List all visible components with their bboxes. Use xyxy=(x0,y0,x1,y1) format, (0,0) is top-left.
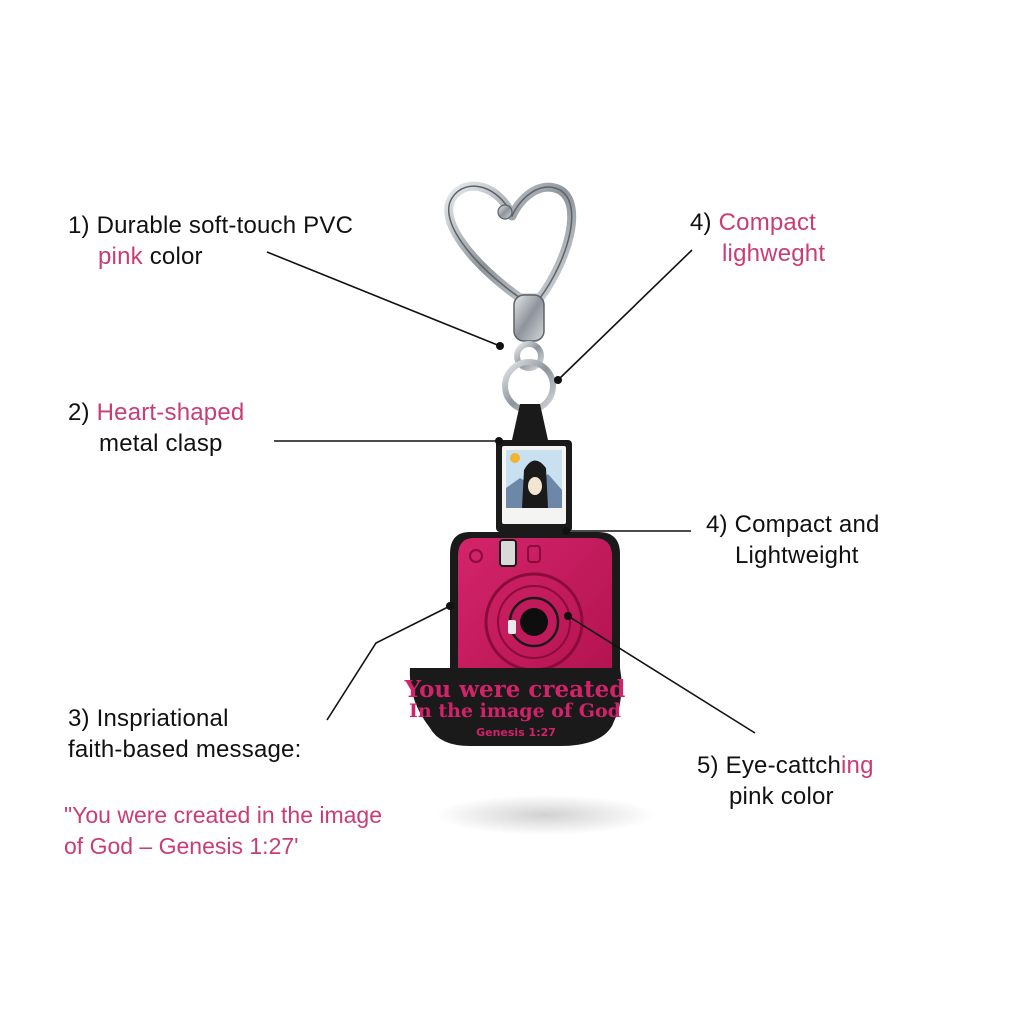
feature-label-2-accent: Heart-shaped xyxy=(96,399,245,426)
feature-label-5-accent: ing xyxy=(841,752,874,779)
feature-label-4-top-accent: Compact xyxy=(718,209,817,236)
feature-label-3-line2: faith-based message: xyxy=(68,736,302,763)
feature-label-3-line1: 3) Inspriational xyxy=(68,705,229,732)
feature-label-4-mid-line2: Lightweight xyxy=(735,542,859,569)
feature-label-1: 1) Durable soft-touch PVC pink color xyxy=(68,210,353,272)
feature-label-1-accent: pink xyxy=(98,243,143,270)
feature-label-1-line1: 1) Durable soft-touch PVC xyxy=(68,212,354,239)
feature-label-4-top: 4) Compact lighweght xyxy=(690,207,825,269)
leader-1 xyxy=(266,251,501,347)
feature-label-4-mid-line1: 4) Compact and xyxy=(706,511,880,538)
feature-label-4-mid: 4) Compact and Lightweight xyxy=(706,509,880,571)
keychain-ref: Genesis 1:27 xyxy=(476,726,556,739)
feature-label-2-num: 2) xyxy=(68,399,97,426)
feature-label-4-top-line2: lighweght xyxy=(722,240,826,267)
feature-label-5-ink: 5) Eye-cattch xyxy=(697,752,841,779)
feature-label-2: 2) Heart-shaped metal clasp xyxy=(68,397,244,459)
keychain-line2: In the image of God xyxy=(409,700,621,722)
feature-label-4-top-num: 4) xyxy=(690,209,719,236)
feature-label-5-line2: pink color xyxy=(729,783,834,810)
keychain-line1: You were created xyxy=(404,676,626,703)
instant-camera-icon xyxy=(450,532,620,706)
scripture-quote-line2: of God – Genesis 1:27' xyxy=(64,833,299,859)
scripture-quote-line1: "You were created in the image xyxy=(64,802,383,828)
feature-label-2-line2: metal clasp xyxy=(99,430,223,457)
feature-label-5: 5) Eye-cattching pink color xyxy=(697,750,874,812)
scripture-quote: "You were created in the image of God – … xyxy=(64,800,382,862)
feature-label-1-rest: color xyxy=(142,243,203,270)
leader-4a xyxy=(557,249,693,381)
polaroid-photo-icon xyxy=(496,404,572,532)
message-plaque xyxy=(409,668,622,746)
heart-clasp-icon xyxy=(444,181,577,413)
drop-shadow xyxy=(435,795,655,835)
leader-5 xyxy=(567,615,756,734)
leader-3 xyxy=(326,605,451,721)
feature-label-3: 3) Inspriational faith-based message: xyxy=(68,703,301,765)
